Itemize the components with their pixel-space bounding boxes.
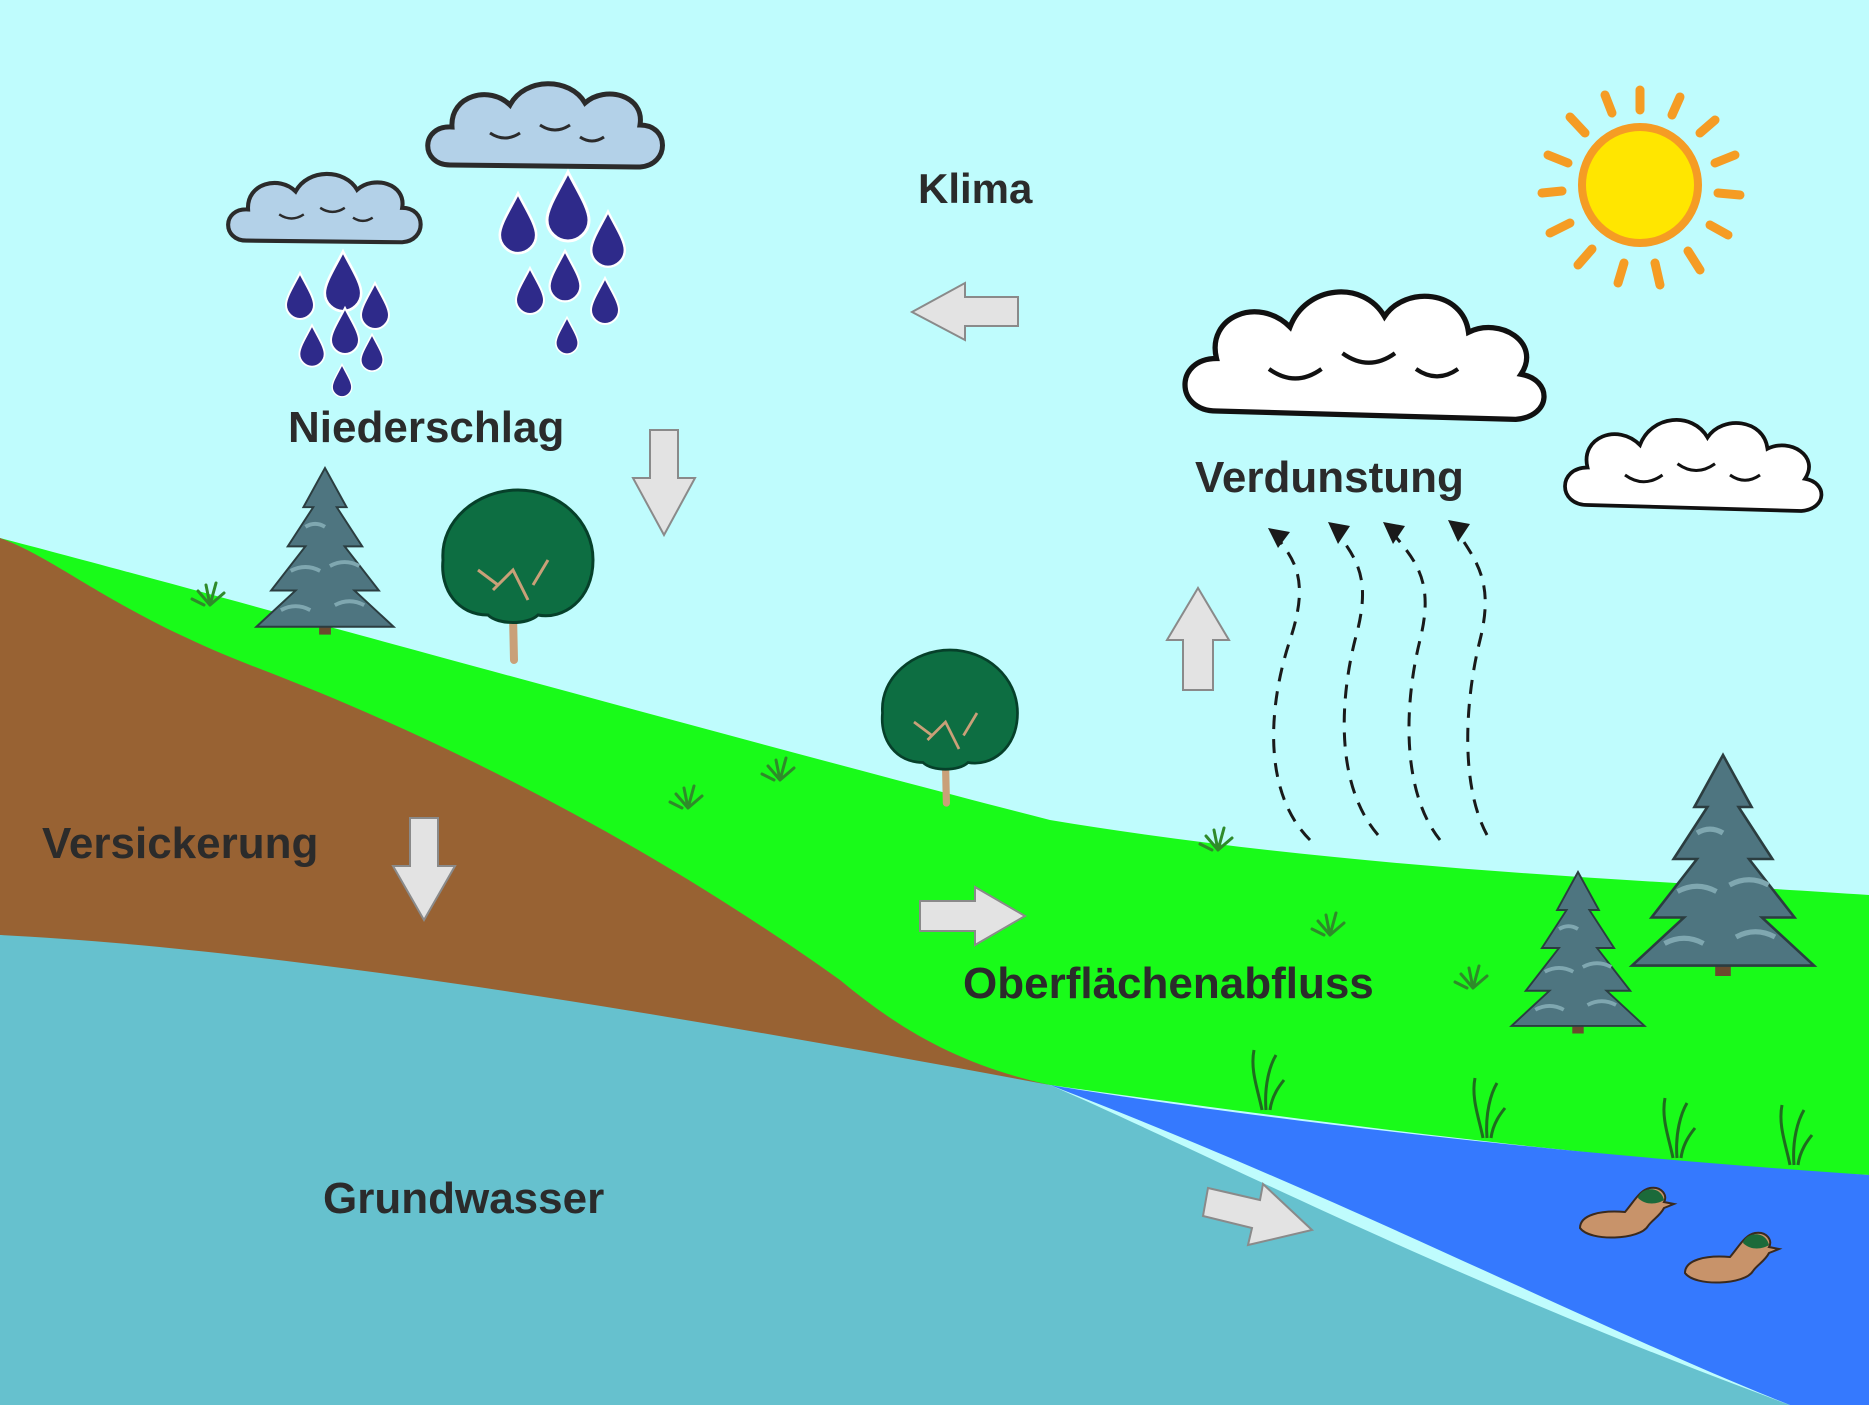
label-oberflaechenabfluss: Oberflächenabfluss (963, 959, 1374, 1008)
soil-layer (0, 538, 1050, 1085)
evaporation-arrowheads (1268, 520, 1470, 548)
arrow-down-niederschlag (631, 429, 697, 538)
arrow-left-klima (909, 281, 1019, 342)
arrows (391, 281, 1315, 1247)
arrow-right-abfluss (919, 885, 1027, 947)
label-klima: Klima (918, 165, 1033, 212)
groundwater-layer (0, 935, 1790, 1405)
arrow-down-versickerung (391, 817, 457, 923)
evaporation-lines (1272, 527, 1489, 842)
label-verdunstung: Verdunstung (1195, 453, 1464, 502)
river (1050, 1085, 1869, 1405)
sun (1537, 85, 1745, 290)
arrow-right-grundwasser (1201, 1182, 1315, 1247)
label-versickerung: Versickerung (42, 819, 318, 868)
label-niederschlag: Niederschlag (288, 403, 564, 452)
grass-slope (0, 538, 1869, 1175)
label-grundwasser: Grundwasser (323, 1174, 604, 1223)
arrow-up-verdunstung (1165, 586, 1231, 691)
